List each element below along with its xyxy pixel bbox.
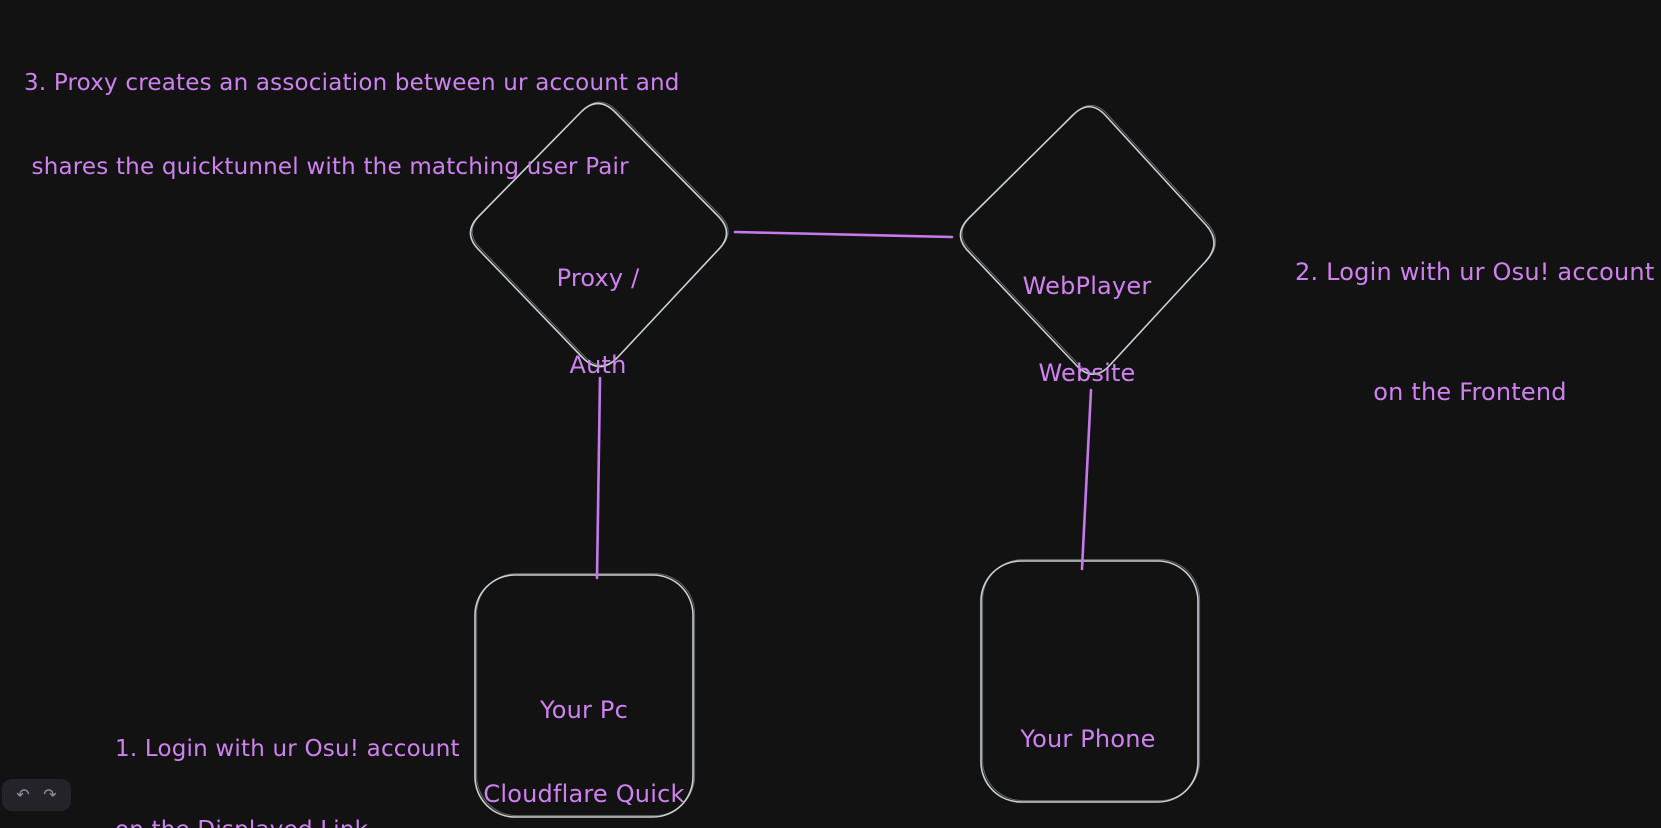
undo-icon: ↶ [16,785,30,804]
your-phone-rect-ghost [982,559,1201,802]
redo-icon: ↷ [43,785,57,804]
your-pc-rect-ghost [476,573,696,817]
webplayer-diamond[interactable] [959,105,1215,376]
annotation-step-3[interactable]: 3. Proxy creates an association between … [24,13,680,237]
connector-webplayer-to-your-phone[interactable] [1080,388,1093,571]
webplayer-label[interactable]: WebPlayer Website [957,214,1217,446]
your-pc-rect[interactable] [474,574,694,818]
your-phone-label[interactable]: Your Phone [968,669,1208,809]
proxy-auth-label-line: Proxy / [556,264,640,292]
proxy-auth-diamond[interactable] [469,102,728,368]
annotation-step-2-line: 2. Login with ur Osu! account [1295,258,1655,286]
annotation-step-3-line: 3. Proxy creates an association between … [24,70,680,96]
annotation-step-2-line: on the Frontend [1373,378,1567,406]
redo-button[interactable]: ↷ [40,785,60,805]
undo-redo-island: ↶ ↷ [2,779,71,811]
webplayer-label-line: WebPlayer [1022,272,1152,300]
annotation-step-1[interactable]: 1. Login with ur Osu! account on the Dis… [115,682,460,828]
connector-proxy-to-your-pc[interactable] [595,376,602,580]
proxy-auth-label-line: Auth [569,351,627,379]
your-pc-label-line: Your Pc [540,696,628,724]
your-phone-rect[interactable] [980,560,1199,803]
connector-proxy-to-webplayer[interactable] [733,230,954,239]
your-pc-label[interactable]: Your Pc Cloudflare Quick tunnel Webserve… [464,640,704,828]
webplayer-label-line: Website [1038,359,1136,387]
your-pc-label-line: Cloudflare Quick [483,780,685,808]
annotation-step-2[interactable]: 2. Login with ur Osu! account on the Fro… [1295,172,1655,492]
annotation-step-1-line: on the Displayed Link [115,817,460,828]
proxy-auth-label[interactable]: Proxy / Auth [468,206,728,438]
undo-button[interactable]: ↶ [13,785,33,805]
your-phone-label-line: Your Phone [1020,725,1156,753]
annotation-step-1-line: 1. Login with ur Osu! account [115,736,460,762]
annotation-step-3-line: shares the quicktunnel with the matching… [24,154,629,180]
